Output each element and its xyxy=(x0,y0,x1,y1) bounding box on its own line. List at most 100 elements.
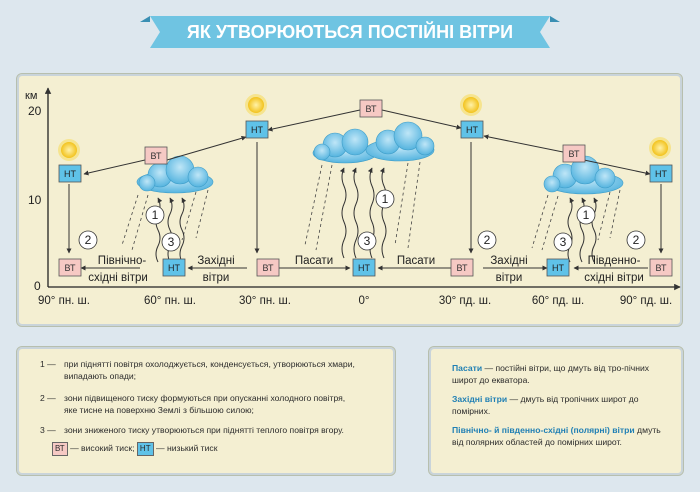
legend-key: ВТ — високий тиск; НТ — низький тиск xyxy=(52,442,352,456)
high-pressure-badge: ВТ xyxy=(144,146,168,165)
sun-icon xyxy=(58,139,80,161)
latitude-label: 30° пн. ш. xyxy=(239,295,291,307)
marker-3: 3 xyxy=(161,232,181,252)
marker-3: 3 xyxy=(553,232,573,252)
legend-number: 1 — xyxy=(40,359,56,369)
definition-trade-winds: Пасати — постійні вітри, що дмуть від тр… xyxy=(452,362,667,386)
cloud-icon xyxy=(136,155,214,194)
wind-label: Південно- xyxy=(588,255,641,267)
marker-2: 2 xyxy=(477,230,497,250)
low-pressure-key-badge: НТ xyxy=(136,442,154,456)
high-pressure-badge: ВТ xyxy=(450,258,474,277)
cloud-icon xyxy=(365,121,435,162)
low-pressure-badge: НТ xyxy=(58,164,82,183)
svg-text:ВТ: ВТ xyxy=(65,263,76,273)
svg-text:ВТ: ВТ xyxy=(151,151,162,161)
low-pressure-badge: НТ xyxy=(546,258,570,277)
legend-text: зони підвищеного тиску формуються при оп… xyxy=(64,393,346,403)
definitions: Пасати — постійні вітри, що дмуть від тр… xyxy=(452,362,667,455)
svg-text:НТ: НТ xyxy=(64,169,76,179)
legend-text: яке тисне на поверхню Землі з більшою си… xyxy=(64,405,254,415)
sun-icon xyxy=(245,94,267,116)
svg-text:1: 1 xyxy=(583,208,590,222)
wind-label: Західні xyxy=(197,255,234,267)
high-pressure-key-badge: ВТ xyxy=(52,442,68,456)
latitude-label: 90° пн. ш. xyxy=(38,295,90,307)
descending-air-arrows xyxy=(66,142,664,254)
wind-label: Пасати xyxy=(397,255,435,267)
high-pressure-badge: ВТ xyxy=(359,99,383,118)
rain-lines xyxy=(121,161,621,251)
low-pressure-badge: НТ xyxy=(245,120,269,139)
legend-item-1: 1 — при піднятті повітря охолоджується, … xyxy=(40,358,385,384)
marker-1: 1 xyxy=(375,189,395,209)
svg-text:ВТ: ВТ xyxy=(569,149,580,159)
latitude-label: 60° пд. ш. xyxy=(532,295,584,307)
definition-term: Пасати xyxy=(452,363,483,373)
sun-icon xyxy=(460,94,482,116)
svg-text:НТ: НТ xyxy=(655,169,667,179)
wind-label: вітри xyxy=(496,272,523,284)
low-pressure-key-text: — низький тиск xyxy=(155,443,218,453)
legend-number: 3 — xyxy=(40,425,56,435)
y-tick-label: 10 xyxy=(28,193,42,207)
definition-text: — постійні вітри, що дмуть від тро-пічни… xyxy=(452,363,650,385)
high-pressure-badge: ВТ xyxy=(562,144,586,163)
y-axis-unit: км xyxy=(25,90,37,102)
legend-text: випадають опади; xyxy=(64,371,137,381)
high-pressure-key-text: — високий тиск; xyxy=(70,443,135,453)
svg-text:НТ: НТ xyxy=(358,263,370,273)
svg-text:1: 1 xyxy=(152,208,159,222)
wind-label: Пасати xyxy=(295,255,333,267)
latitude-label: 90° пд. ш. xyxy=(620,295,672,307)
definitions-panel xyxy=(428,346,684,476)
marker-2: 2 xyxy=(78,230,98,250)
definition-westerlies: Західні вітри — дмуть від тропічних широ… xyxy=(452,393,667,417)
latitude-label: 0° xyxy=(359,295,370,307)
marker-1: 1 xyxy=(145,205,165,225)
latitude-label: 30° пд. ш. xyxy=(439,295,491,307)
legend-number: 2 — xyxy=(40,393,56,403)
definition-text: дмуть від полярних областей до помірних … xyxy=(452,425,661,447)
svg-text:ВТ: ВТ xyxy=(366,104,377,114)
low-pressure-badge: НТ xyxy=(460,120,484,139)
svg-text:НТ: НТ xyxy=(552,263,564,273)
svg-text:3: 3 xyxy=(560,235,567,249)
y-tick-label: 0 xyxy=(34,279,41,293)
cloud-icon xyxy=(312,128,378,164)
wind-label: східні вітри xyxy=(88,272,148,284)
legend-item-2: 2 — зони підвищеного тиску формуються пр… xyxy=(40,392,385,418)
legend-text: зони зниженого тиску утворюються при під… xyxy=(64,425,344,435)
svg-text:3: 3 xyxy=(168,235,175,249)
wind-label: Північно- xyxy=(98,255,147,267)
svg-text:ВТ: ВТ xyxy=(656,263,667,273)
sun-icon xyxy=(649,137,671,159)
upper-air-arrows xyxy=(83,109,651,176)
legend-item-3: 3 — зони зниженого тиску утворюються при… xyxy=(40,424,385,438)
svg-text:1: 1 xyxy=(382,192,389,206)
wind-label: Західні xyxy=(490,255,527,267)
title-banner: ЯК УТВОРЮЮТЬСЯ ПОСТІЙНІ ВІТРИ xyxy=(140,16,560,48)
legend-panel xyxy=(16,346,396,476)
low-pressure-badge: НТ xyxy=(649,164,673,183)
definition-term: Північно- й південно-східні (полярні) ві… xyxy=(452,425,635,435)
svg-text:2: 2 xyxy=(85,233,92,247)
low-pressure-badge: НТ xyxy=(352,258,376,277)
high-pressure-badge: ВТ xyxy=(649,258,673,277)
wind-label: вітри xyxy=(203,272,230,284)
legend-text: при піднятті повітря охолоджується, конд… xyxy=(64,359,355,369)
svg-text:2: 2 xyxy=(633,233,640,247)
definition-text: — дмуть від тропічних широт до помірних. xyxy=(452,394,639,416)
rising-air-arrows xyxy=(155,167,599,263)
svg-text:3: 3 xyxy=(364,234,371,248)
svg-text:НТ: НТ xyxy=(251,125,263,135)
svg-text:НТ: НТ xyxy=(168,263,180,273)
low-pressure-badge: НТ xyxy=(162,258,186,277)
marker-2: 2 xyxy=(626,230,646,250)
high-pressure-badge: ВТ xyxy=(58,258,82,277)
wind-label: східні вітри xyxy=(584,272,644,284)
definition-term: Західні вітри xyxy=(452,394,508,404)
cloud-icon xyxy=(543,155,624,195)
page-title: ЯК УТВОРЮЮТЬСЯ ПОСТІЙНІ ВІТРИ xyxy=(187,21,513,42)
high-pressure-badge: ВТ xyxy=(256,258,280,277)
